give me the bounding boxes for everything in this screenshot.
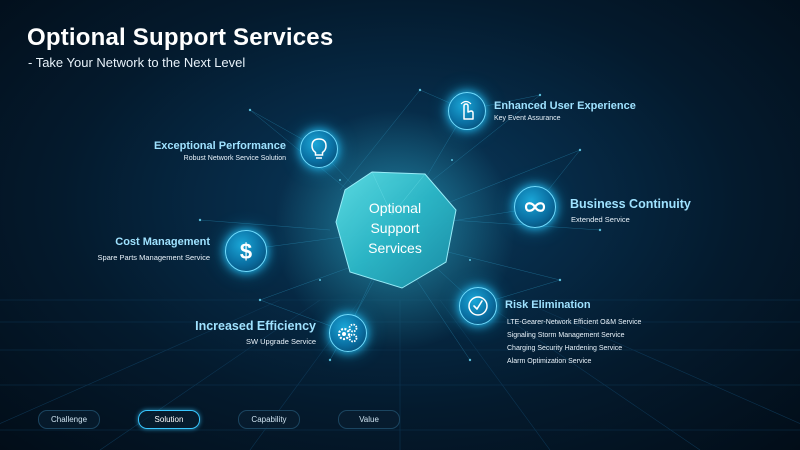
hub-label-line: Support bbox=[370, 220, 420, 236]
nav-solution[interactable]: Solution bbox=[138, 410, 200, 429]
service-risk-elimination-item: LTE-Gearer-Network Efficient O&M Service bbox=[507, 319, 642, 326]
hub-label: Optional Support Services bbox=[335, 198, 455, 258]
gears-icon bbox=[337, 323, 358, 343]
dollar-icon: $ bbox=[240, 239, 252, 264]
nav-capability[interactable]: Capability bbox=[238, 410, 300, 429]
hub-label-line: Optional bbox=[368, 200, 422, 216]
service-increased-efficiency-item: SW Upgrade Service bbox=[245, 337, 316, 346]
lightbulb-icon bbox=[311, 138, 327, 159]
page-subtitle: - Take Your Network to the Next Level bbox=[28, 55, 246, 70]
service-business-continuity-node[interactable] bbox=[514, 186, 556, 228]
service-risk-elimination-node[interactable] bbox=[459, 287, 497, 325]
service-increased-efficiency-node[interactable] bbox=[329, 314, 367, 352]
service-risk-elimination-item: Alarm Optimization Service bbox=[507, 358, 592, 365]
service-cost-management-node[interactable]: $ bbox=[225, 230, 267, 272]
service-exceptional-performance-node[interactable] bbox=[300, 130, 338, 168]
nav-challenge[interactable]: Challenge bbox=[38, 410, 100, 429]
hub-label-line: Services bbox=[368, 240, 422, 256]
nav-value[interactable]: Value bbox=[338, 410, 400, 429]
service-business-continuity-title: Business Continuity bbox=[570, 197, 691, 211]
hub-polygon bbox=[335, 171, 457, 289]
service-enhanced-ux-title: Enhanced User Experience bbox=[494, 100, 636, 112]
service-cost-management-title: Cost Management bbox=[115, 236, 210, 248]
service-enhanced-ux-node[interactable] bbox=[448, 92, 486, 130]
service-increased-efficiency-title: Increased Efficiency bbox=[195, 319, 316, 333]
service-risk-elimination-title: Risk Elimination bbox=[505, 299, 591, 311]
service-business-continuity-item: Extended Service bbox=[571, 215, 630, 224]
infinity-icon bbox=[524, 202, 546, 212]
service-risk-elimination-item: Charging Security Hardening Service bbox=[507, 345, 623, 352]
svg-text:$: $ bbox=[240, 239, 252, 264]
service-exceptional-performance-title: Exceptional Performance bbox=[153, 140, 286, 152]
hand-pointer-icon bbox=[460, 100, 474, 120]
page-title: Optional Support Services bbox=[27, 24, 334, 51]
clock-check-icon bbox=[468, 296, 488, 316]
service-exceptional-performance-item: Robust Network Service Solution bbox=[183, 155, 286, 162]
service-cost-management-item: Spare Parts Management Service bbox=[97, 253, 210, 262]
service-enhanced-ux-item: Key Event Assurance bbox=[494, 115, 561, 122]
service-risk-elimination-item: Signaling Storm Management Service bbox=[507, 332, 625, 339]
